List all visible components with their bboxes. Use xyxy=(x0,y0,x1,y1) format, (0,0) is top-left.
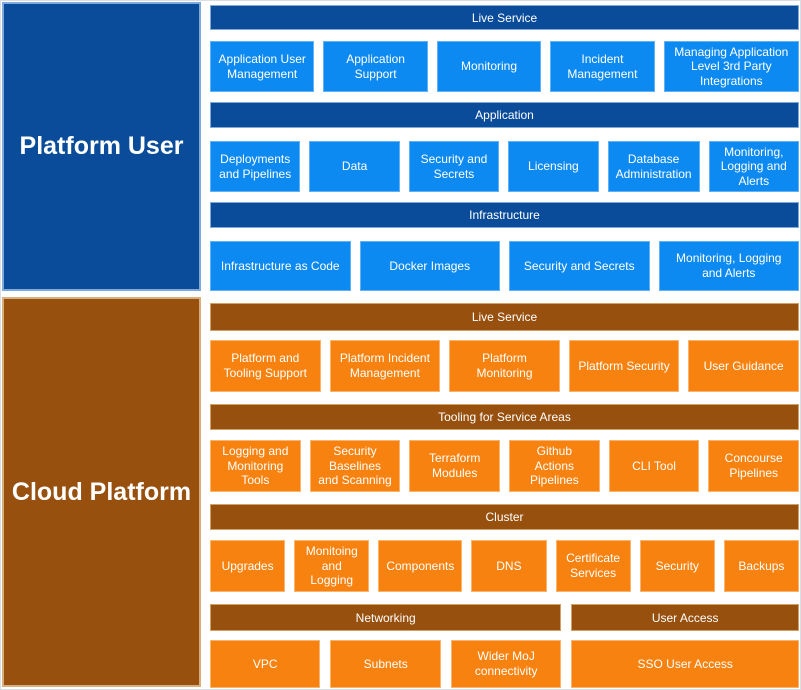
row-user-application-header: Application xyxy=(210,102,799,128)
lane-cloud-platform-title: Cloud Platform xyxy=(11,477,192,506)
box-data: Data xyxy=(309,141,400,192)
row-cloud-live-service-header: Live Service xyxy=(210,303,799,331)
header-application: Application xyxy=(210,102,799,128)
row-cluster-items: Upgrades Monitoing and Logging Component… xyxy=(210,540,799,592)
box-docker-images: Docker Images xyxy=(359,241,500,291)
header-cloud-live-service: Live Service xyxy=(210,303,799,331)
row-networking-useraccess-headers: Networking User Access xyxy=(210,604,799,631)
box-dns: DNS xyxy=(471,540,547,592)
lane-platform-user-title: Platform User xyxy=(19,132,184,160)
box-monitoring-and-logging: Monitoing and Logging xyxy=(294,540,370,592)
box-components: Components xyxy=(378,540,463,592)
box-user-guidance: User Guidance xyxy=(688,340,799,392)
box-concourse-pipelines: Concourse Pipelines xyxy=(708,440,800,492)
box-certificate-services: Certificate Services xyxy=(555,540,631,592)
box-infrastructure-as-code: Infrastructure as Code xyxy=(210,241,351,291)
header-user-access: User Access xyxy=(571,604,799,631)
box-managing-3rd-party-integrations: Managing Application Level 3rd Party Int… xyxy=(663,41,799,92)
box-database-administration: Database Administration xyxy=(607,141,700,192)
box-vpc: VPC xyxy=(210,640,321,688)
box-incident-management: Incident Management xyxy=(550,41,655,92)
row-tooling-items: Logging and Monitoring Tools Security Ba… xyxy=(210,440,800,492)
box-monitoring: Monitoring xyxy=(436,41,542,92)
header-user-live-service: Live Service xyxy=(210,5,799,30)
networking-header-group: Networking xyxy=(210,604,562,631)
box-platform-monitoring: Platform Monitoring xyxy=(449,340,560,392)
box-upgrades: Upgrades xyxy=(210,540,286,592)
header-infrastructure: Infrastructure xyxy=(210,202,799,228)
box-security: Security xyxy=(639,540,715,592)
box-security-baselines-and-scanning: Security Baselines and Scanning xyxy=(309,440,401,492)
box-platform-security: Platform Security xyxy=(568,340,680,392)
row-user-live-service-header: Live Service xyxy=(210,5,799,30)
lane-cloud-platform: Cloud Platform xyxy=(2,297,201,687)
row-user-application-items: Deployments and Pipelines Data Security … xyxy=(210,141,799,192)
row-user-infrastructure-items: Infrastructure as Code Docker Images Sec… xyxy=(210,241,799,291)
box-platform-incident-management: Platform Incident Management xyxy=(329,340,441,392)
box-licensing: Licensing xyxy=(508,141,599,192)
box-deployments-and-pipelines: Deployments and Pipelines xyxy=(210,141,301,192)
row-user-live-service-items: Application User Management Application … xyxy=(210,41,799,92)
box-cli-tool: CLI Tool xyxy=(608,440,700,492)
box-platform-and-tooling-support: Platform and Tooling Support xyxy=(210,340,321,392)
box-backups: Backups xyxy=(723,540,799,592)
box-application-user-management: Application User Management xyxy=(210,41,315,92)
box-security-and-secrets-app: Security and Secrets xyxy=(408,141,500,192)
useraccess-header-group: User Access xyxy=(571,604,799,631)
lane-platform-user: Platform User xyxy=(2,2,201,291)
row-networking-useraccess-items: VPC Subnets Wider MoJ connectivity SSO U… xyxy=(210,640,799,688)
box-wider-moj-connectivity: Wider MoJ connectivity xyxy=(450,640,562,688)
box-security-and-secrets-infra: Security and Secrets xyxy=(509,241,650,291)
header-tooling-for-service-areas: Tooling for Service Areas xyxy=(210,404,799,430)
networking-items-group: VPC Subnets Wider MoJ connectivity xyxy=(210,640,562,688)
box-monitoring-logging-alerts-app: Monitoring, Logging and Alerts xyxy=(708,141,799,192)
box-logging-and-monitoring-tools: Logging and Monitoring Tools xyxy=(210,440,301,492)
row-cloud-live-service-items: Platform and Tooling Support Platform In… xyxy=(210,340,799,392)
box-application-support: Application Support xyxy=(323,41,428,92)
box-subnets: Subnets xyxy=(330,640,441,688)
box-terraform-modules: Terraform Modules xyxy=(409,440,501,492)
box-sso-user-access: SSO User Access xyxy=(571,640,799,688)
row-cluster-header: Cluster xyxy=(210,504,799,530)
row-tooling-header: Tooling for Service Areas xyxy=(210,404,799,430)
header-networking: Networking xyxy=(210,604,562,631)
box-monitoring-logging-alerts-infra: Monitoring, Logging and Alerts xyxy=(658,241,799,291)
header-cluster: Cluster xyxy=(210,504,799,530)
row-user-infrastructure-header: Infrastructure xyxy=(210,202,799,228)
box-github-actions-pipelines: Github Actions Pipelines xyxy=(509,440,600,492)
useraccess-items-group: SSO User Access xyxy=(571,640,799,688)
